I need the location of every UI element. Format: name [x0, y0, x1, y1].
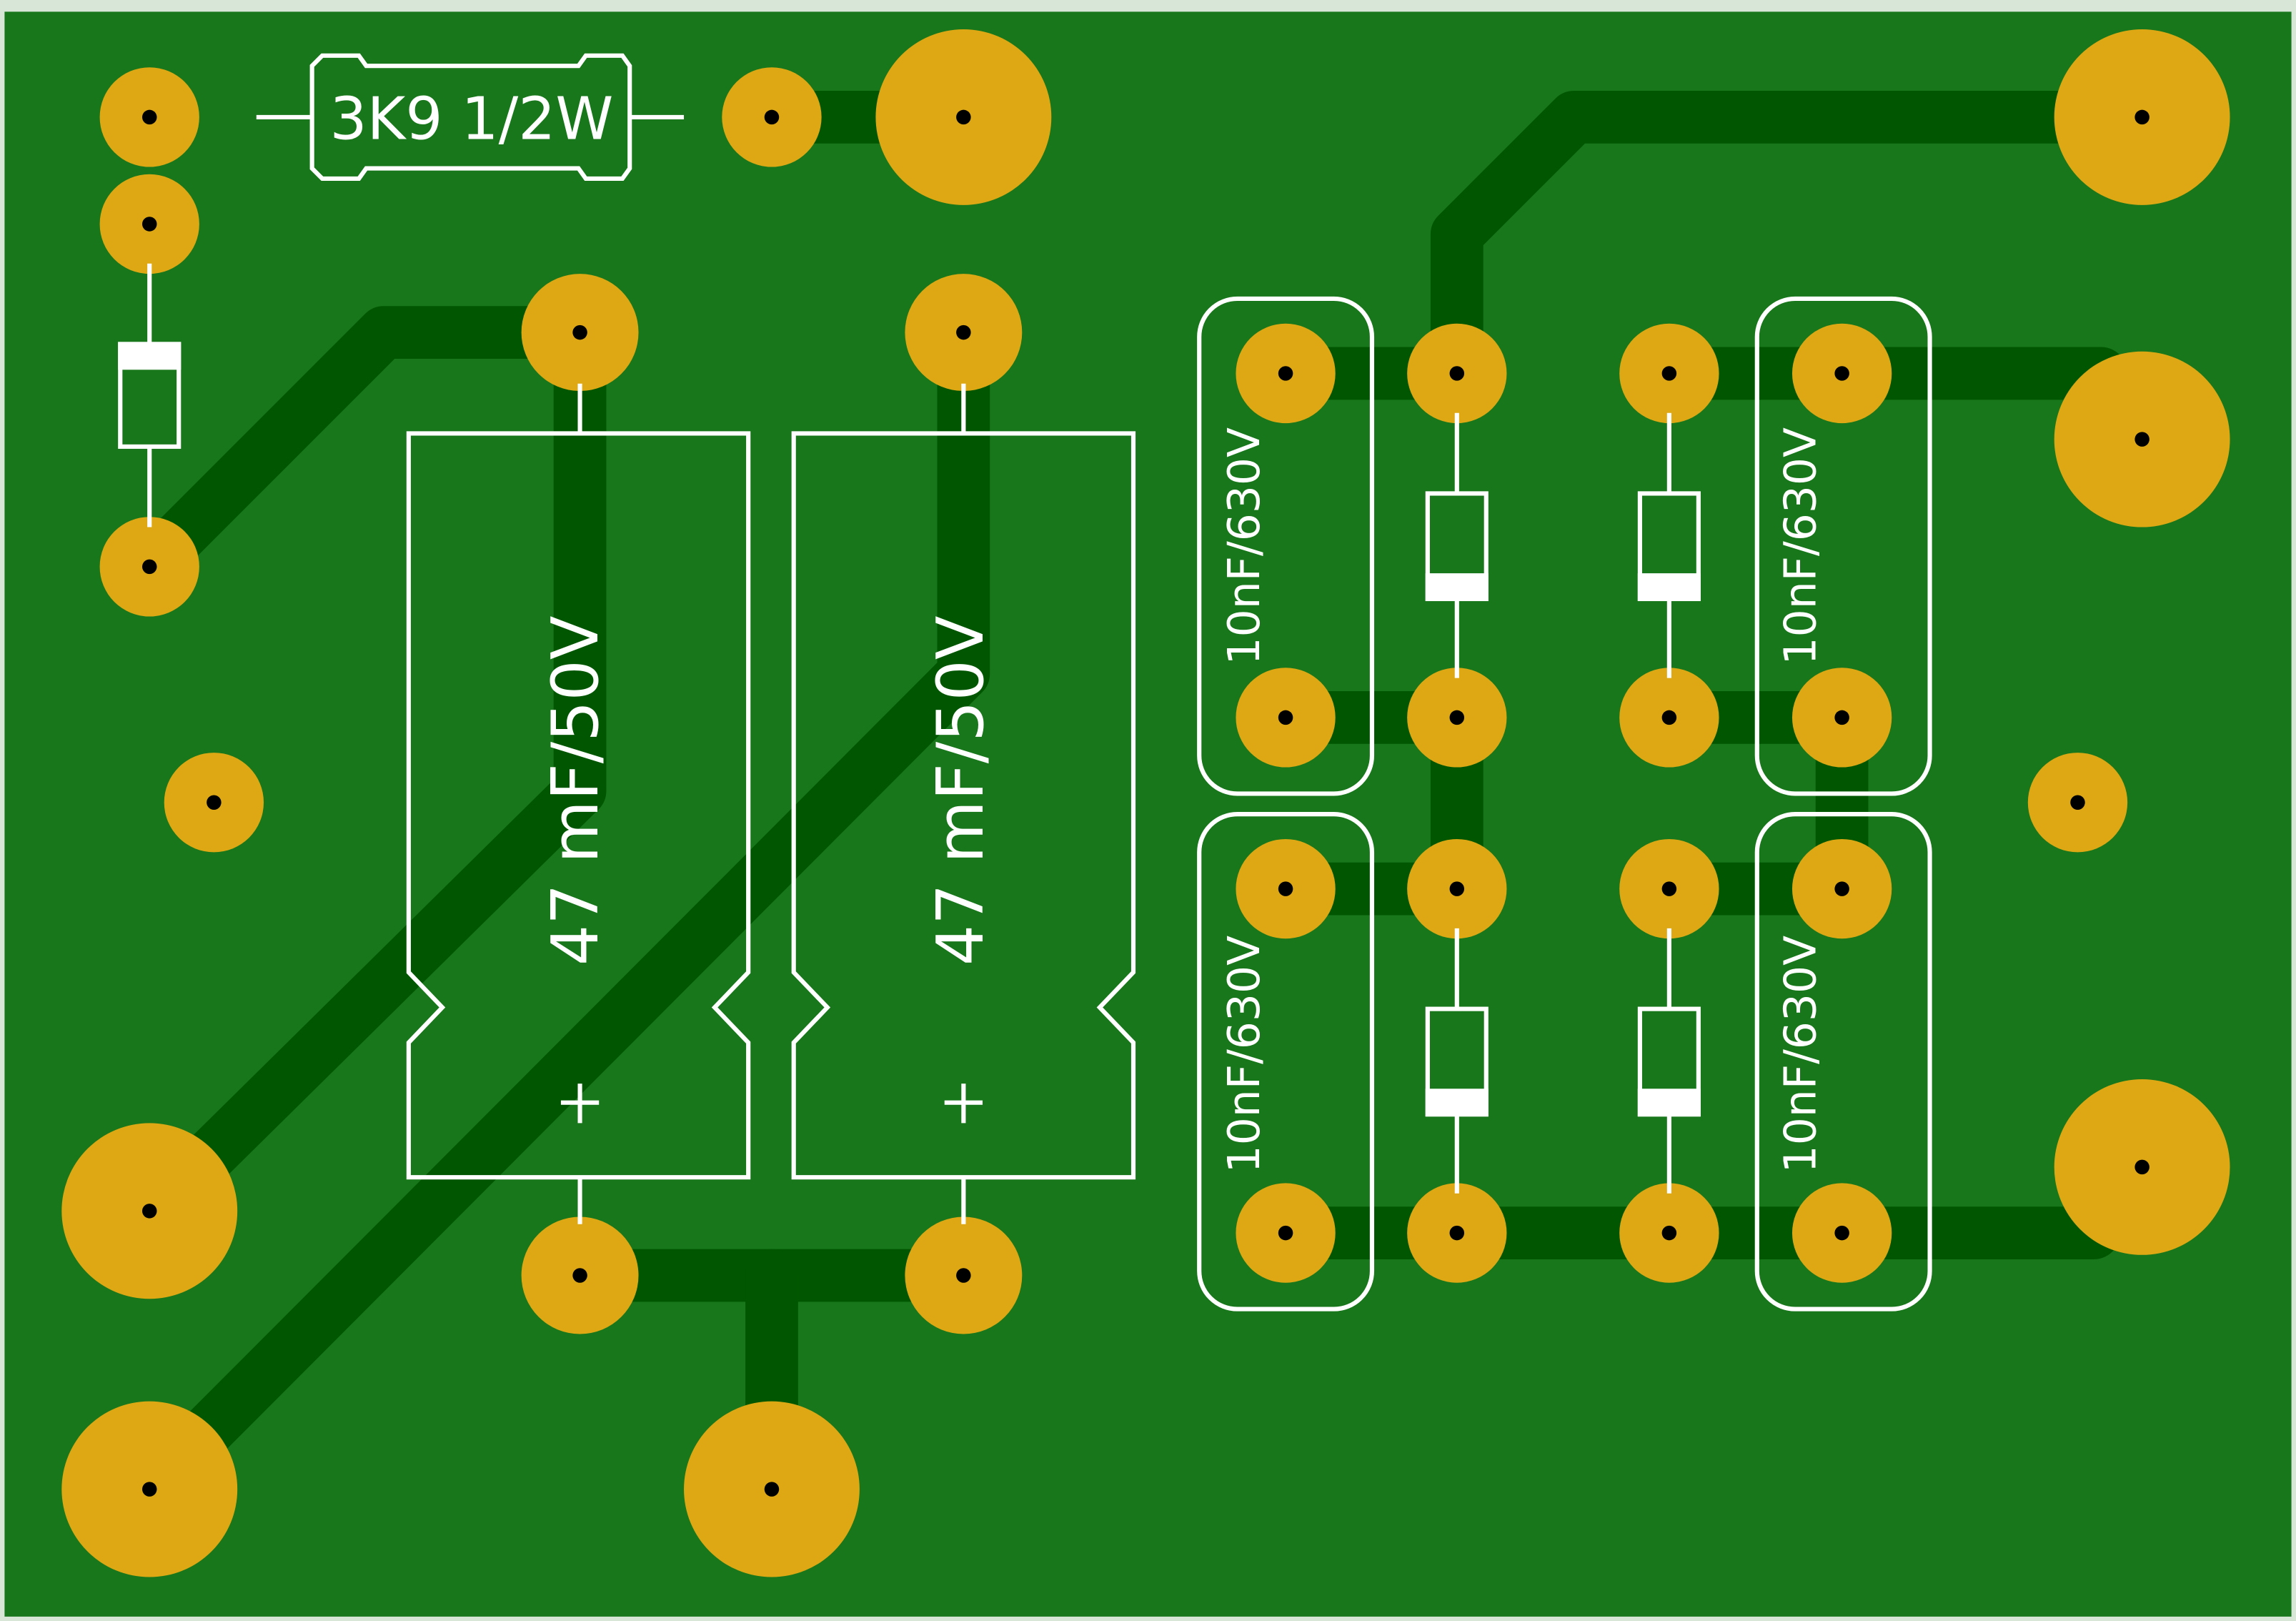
trace-top-right	[1430, 91, 2169, 407]
diode-1	[1425, 412, 1489, 678]
diode-2	[1637, 412, 1701, 678]
diode-left	[118, 263, 182, 527]
silkscreen	[118, 53, 1932, 1312]
resistor-label: 3K9 1/2W	[329, 86, 613, 154]
film-cap-1-outline	[1197, 296, 1375, 796]
film-cap-3-outline	[1754, 296, 1932, 796]
resistor-outline	[256, 53, 685, 182]
cap-elec-2-label: 47 mF/50V	[923, 616, 998, 966]
electrolytic-cap-1-outline	[406, 383, 751, 1224]
silkscreen-labels: 3K9 1/2W 47 mF/50V 47 mF/50V 10nF/630V 1…	[329, 86, 1826, 1174]
electrolytic-cap-2-outline	[791, 383, 1136, 1224]
drill-holes	[141, 109, 2150, 1497]
film-cap-2-outline	[1197, 812, 1375, 1312]
diode-4	[1637, 928, 1701, 1194]
diode-3	[1425, 928, 1489, 1194]
film-cap-2-label: 10nF/630V	[1219, 936, 1270, 1174]
film-cap-1-label: 10nF/630V	[1219, 427, 1270, 665]
film-cap-4-label: 10nF/630V	[1776, 936, 1827, 1174]
film-cap-4-outline	[1754, 812, 1932, 1312]
trace-long-diagonal	[123, 306, 990, 1516]
cap-elec-1-label: 47 mF/50V	[538, 616, 613, 966]
board-substrate	[4, 11, 2292, 1617]
film-cap-3-label: 10nF/630V	[1776, 427, 1827, 665]
